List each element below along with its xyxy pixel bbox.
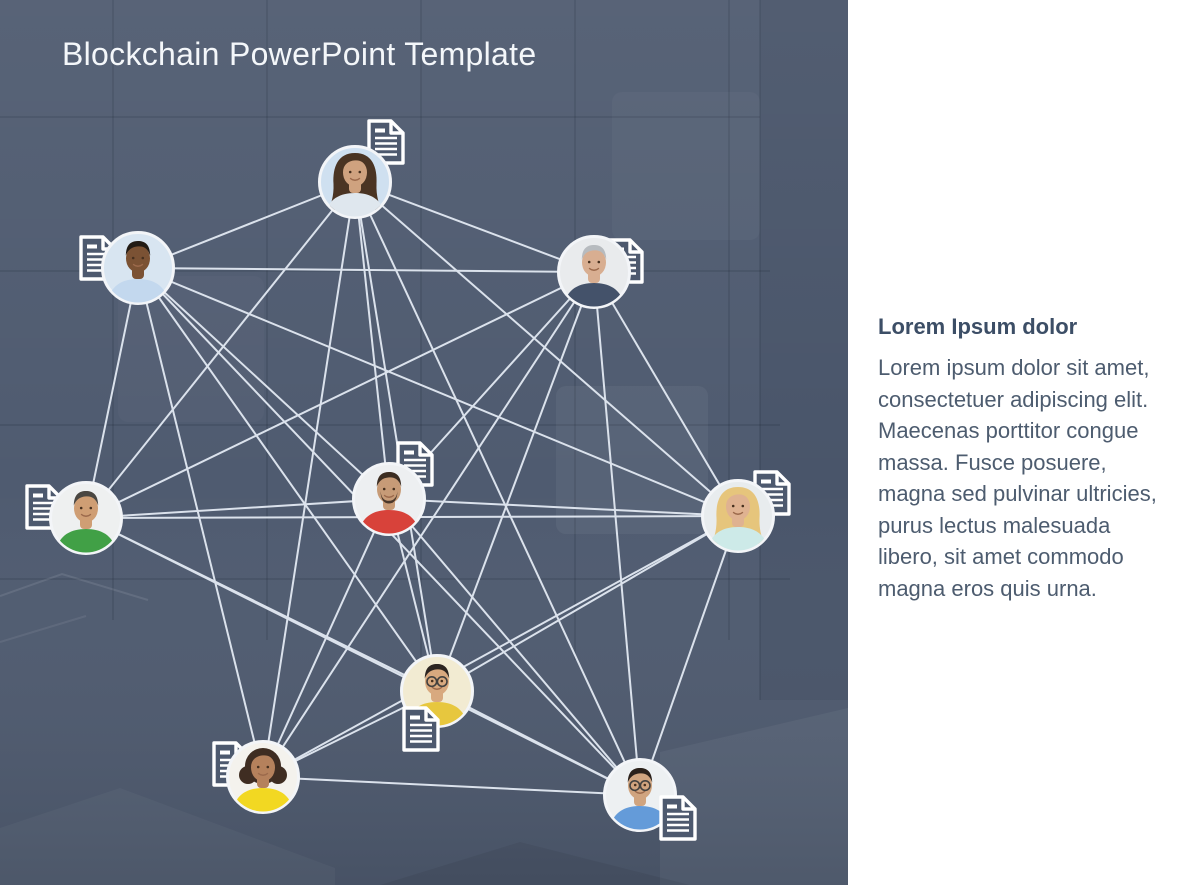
- connection-line: [137, 181, 356, 269]
- network-node-man-blue-shirt[interactable]: [602, 757, 678, 833]
- panel-body-text[interactable]: Lorem ipsum dolor sit amet, consectetuer…: [878, 355, 1157, 601]
- network-node-man-green-shirt[interactable]: [48, 480, 124, 556]
- connection-line: [436, 690, 641, 796]
- network-node-man-red-shirt[interactable]: [351, 461, 427, 537]
- cube-wall-background: [0, 0, 848, 885]
- network-node-woman-curly-hair[interactable]: [225, 739, 301, 815]
- connection-line: [436, 515, 739, 692]
- document-icon-woman-glasses[interactable]: [395, 703, 447, 755]
- document-icon-man-blue-shirt[interactable]: [652, 792, 704, 844]
- slide-canvas: Blockchain PowerPoint Template: [0, 0, 848, 885]
- connection-line: [137, 267, 595, 273]
- connection-line: [137, 267, 438, 692]
- connection-line: [262, 271, 595, 778]
- connection-line: [262, 776, 641, 796]
- connection-line: [593, 271, 739, 517]
- network-node-man-gray-hair[interactable]: [556, 234, 632, 310]
- connection-line: [354, 181, 595, 273]
- connection-line: [436, 271, 595, 692]
- connection-line: [85, 517, 641, 796]
- connection-line: [85, 271, 595, 519]
- connection-line: [137, 267, 264, 778]
- side-panel: Lorem Ipsum dolor Lorem ipsum dolor sit …: [848, 0, 1180, 885]
- connection-line: [85, 267, 139, 519]
- network-node-man-dark-skin[interactable]: [100, 230, 176, 306]
- connection-line: [85, 181, 356, 519]
- panel-heading[interactable]: Lorem Ipsum dolor: [878, 314, 1078, 339]
- connection-line: [262, 498, 390, 778]
- network-node-woman-dark-hair[interactable]: [317, 144, 393, 220]
- network-node-woman-blonde[interactable]: [700, 478, 776, 554]
- connection-line: [354, 181, 390, 500]
- connection-lines: [85, 181, 739, 796]
- connection-line: [354, 181, 739, 517]
- connection-line: [639, 515, 739, 796]
- connection-line: [388, 498, 739, 517]
- connection-line: [262, 515, 739, 778]
- connection-line: [137, 267, 739, 517]
- connection-line: [262, 181, 356, 778]
- connection-line: [593, 271, 641, 796]
- connection-line: [354, 181, 641, 796]
- connection-line: [354, 181, 438, 692]
- connection-line: [85, 498, 390, 519]
- connection-line: [137, 267, 390, 500]
- slide-title[interactable]: Blockchain PowerPoint Template: [62, 36, 537, 72]
